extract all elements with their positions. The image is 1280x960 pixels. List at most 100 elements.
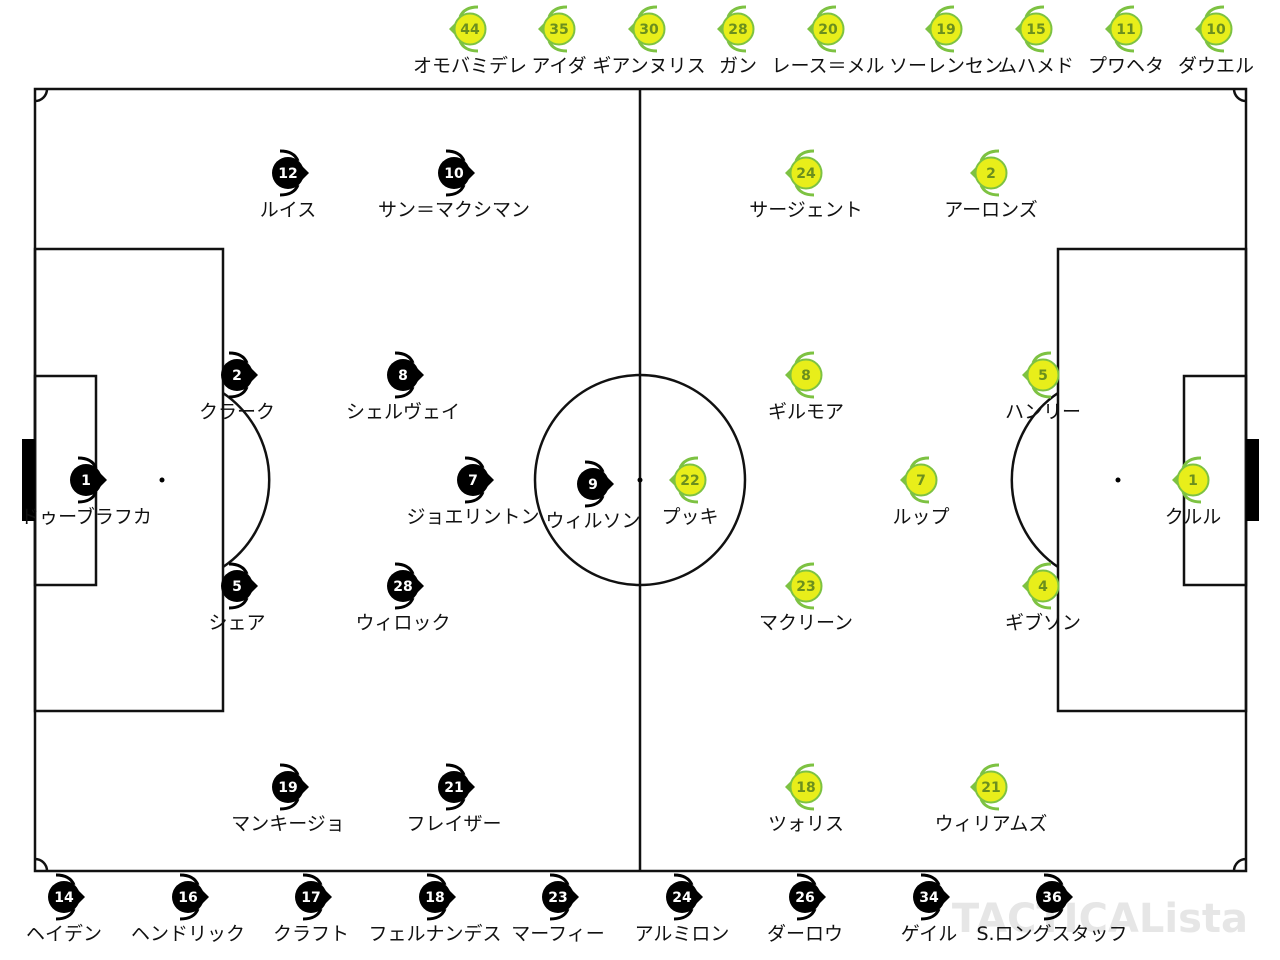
corner-arc-bottom-right [1232, 857, 1247, 872]
swirl-icon [179, 908, 200, 921]
left-penalty-arc [222, 391, 271, 569]
player-disc [913, 881, 945, 913]
home-starter-marker: 2 [221, 351, 258, 399]
player-name: ウィリアムズ [935, 813, 1048, 835]
player-name: マクリーン [759, 612, 853, 634]
player-name: アイダ [531, 55, 586, 77]
away-substitute-marker: 35 [538, 5, 576, 53]
player-number: 24 [796, 166, 816, 182]
player-number: 11 [1116, 22, 1135, 38]
swirl-icon [464, 456, 485, 469]
player-name: シェルヴェイ [346, 401, 460, 423]
swirl-icon [279, 149, 300, 162]
player-name: ヘンドリック [131, 923, 245, 945]
away-starter-marker: 21 [970, 763, 1008, 811]
player-disc [673, 463, 707, 497]
away-substitute-marker: 15 [1015, 5, 1053, 53]
swirl-icon [394, 386, 415, 399]
home-starter-marker: 28 [387, 562, 424, 610]
player-number: 15 [1026, 22, 1045, 38]
away-starter-marker: 24 [785, 149, 823, 197]
player-name: ダーロウ [767, 923, 843, 945]
swirl-icon [228, 351, 249, 364]
away-substitute-marker: 44 [449, 5, 487, 53]
player-number: 23 [548, 890, 567, 906]
home-substitute-marker: 14 [48, 873, 85, 921]
away-substitute: 10 ダウエル [1178, 5, 1254, 77]
player-number: 4 [1038, 579, 1048, 595]
swirl-icon [279, 763, 300, 776]
player-name: フレイザー [406, 813, 501, 835]
home-substitute-marker: 23 [542, 873, 579, 921]
player-name: ルイス [260, 199, 316, 221]
left-penalty-spot [159, 477, 165, 483]
corner-arc-bottom-left [34, 857, 49, 872]
player-name: クラフト [273, 923, 349, 945]
player-name: アルミロン [635, 923, 730, 945]
player-name: サン＝マクシマン [378, 199, 530, 221]
swirl-icon [426, 873, 447, 886]
away-starter-marker: 23 [785, 562, 823, 610]
player-name: マーフィー [511, 923, 604, 945]
player-name: シェア [208, 612, 265, 634]
player-name: ハンリー [1005, 401, 1081, 423]
player-disc [1199, 12, 1233, 46]
player-number: 35 [549, 22, 568, 38]
away-starter-marker: 8 [785, 351, 823, 399]
player-disc [438, 771, 470, 803]
player-name: S.ロングスタッフ [976, 923, 1127, 945]
corner-arc-top-left [34, 88, 49, 103]
player-number: 1 [81, 473, 91, 489]
player-name: ソーレンセン [889, 55, 1003, 77]
player-name: クルル [1165, 506, 1221, 528]
player-disc [542, 881, 574, 913]
player-disc [1019, 12, 1053, 46]
away-substitute: 35 アイダ [531, 5, 587, 77]
player-name: プッキ [661, 506, 718, 528]
home-starter-marker: 21 [438, 763, 475, 811]
player-number: 10 [1206, 22, 1226, 38]
swirl-icon [445, 763, 466, 776]
home-starter-marker: 5 [221, 562, 258, 610]
swirl-icon [279, 798, 300, 811]
player-name: ウィルソン [545, 510, 640, 532]
player-disc [929, 12, 963, 46]
away-starter-marker: 2 [970, 149, 1008, 197]
swirl-icon [394, 597, 415, 610]
player-number: 24 [672, 890, 692, 906]
swirl-icon [77, 491, 98, 504]
player-disc [542, 12, 576, 46]
player-number: 28 [728, 22, 747, 38]
player-disc [577, 468, 609, 500]
player-number: 17 [301, 890, 320, 906]
home-starter-marker: 19 [272, 763, 309, 811]
player-number: 10 [444, 166, 464, 182]
center-circle [533, 373, 747, 587]
player-name: ジョエリントン [406, 506, 539, 528]
away-substitute-marker: 30 [628, 5, 666, 53]
swirl-icon [445, 184, 466, 197]
swirl-icon [228, 386, 249, 399]
corner-arc-top-right [1232, 88, 1247, 103]
away-starter-marker: 4 [1022, 562, 1060, 610]
player-disc [666, 881, 698, 913]
player-name: ダウエル [1178, 55, 1254, 77]
player-number: 44 [460, 22, 480, 38]
home-substitute-marker: 26 [789, 873, 826, 921]
away-substitute-marker: 19 [925, 5, 963, 53]
home-starter-marker: 8 [387, 351, 424, 399]
watermark: TACTICALista [952, 896, 1248, 942]
swirl-icon [394, 562, 415, 575]
player-disc [1026, 569, 1060, 603]
player-name: アーロンズ [944, 199, 1037, 221]
